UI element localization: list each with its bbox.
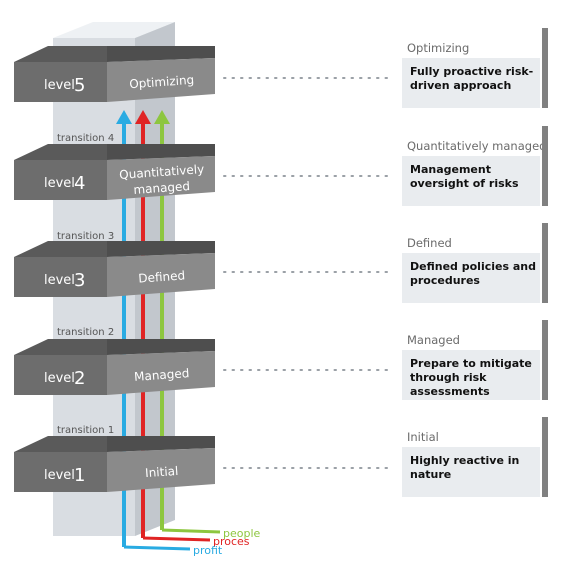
block-front-left [14,160,107,200]
arrow-head [135,110,151,124]
arrow-shaft [122,122,126,547]
card-text: Prepare to mitigate through risk assessm… [410,357,532,398]
block-front-right [107,253,215,297]
level-name: Quantitatively [119,162,205,182]
block-back-right [107,339,215,355]
level-number: 4 [74,173,85,194]
arrow-label: people [223,527,261,540]
block-back-top [14,241,107,257]
block-back-right [107,144,215,160]
card-title: Optimizing [407,41,470,55]
level-number: 3 [74,270,85,291]
arrow-profit: profit [116,110,223,557]
block-front-left [14,452,107,492]
card-title: Quantitatively managed [407,139,547,153]
card-accent-bar [542,320,548,400]
block-front-right [107,58,215,102]
level-name: Managed [134,366,190,384]
level-label: level [44,176,75,191]
card-title: Defined [407,236,452,250]
level-number: 5 [74,75,85,96]
arrow-head [116,110,132,124]
level-label: level [44,468,75,483]
arrow-tail [142,536,211,542]
block-front-right [107,448,215,492]
level-number: 2 [74,368,85,389]
card-body: Prepare to mitigate through risk assessm… [402,350,540,400]
arrow-label: proces [213,535,250,548]
arrow-shaft [141,122,145,538]
level-label: level [44,273,75,288]
block-back-right [107,436,215,452]
block-front-left [14,257,107,297]
level-label: level [44,371,75,386]
arrow-shaft [160,122,164,530]
level-label: level [44,78,75,93]
level-name: Defined [138,268,186,285]
transition-label: transition 4 [57,133,114,144]
card-title: Initial [407,430,439,444]
card-text: Fully proactive risk-driven approach [410,65,534,92]
level-name: Optimizing [129,73,195,91]
block-front-right [107,351,215,395]
block-back-right [107,241,215,257]
block-front-left [14,355,107,395]
card-text: Management oversight of risks [410,163,519,190]
block-back-top [14,339,107,355]
arrow-tail [123,545,191,551]
connector-dots [223,77,393,469]
block-back-top [14,46,107,62]
transition-labels: transition 4 transition 3 transition 2 tran… [57,133,114,436]
card-body: Management oversight of risks [402,156,540,206]
card-accent-bar [542,28,548,108]
block-front-left [14,62,107,102]
block-back-right [107,46,215,62]
level-name: Initial [145,464,179,480]
card-text: Highly reactive in nature [410,454,520,481]
block-front-right [107,156,215,200]
arrow-people: people [154,110,261,540]
transition-label: transition 3 [57,231,114,242]
arrow-head [154,110,170,124]
card-title: Managed [407,333,460,347]
block-back-top [14,144,107,160]
card-accent-bar [542,126,548,206]
level-name: managed [133,179,190,197]
transition-label: transition 1 [57,425,114,436]
card-text: Defined policies and procedures [410,260,536,287]
card-body: Highly reactive in nature [402,447,540,497]
arrow-tail [161,528,221,534]
transition-label: transition 2 [57,327,114,338]
card-body: Fully proactive risk-driven approach [402,58,540,108]
block-back-top [14,436,107,452]
arrow-label: profit [193,544,223,557]
arrow-proces: proces [135,110,250,548]
card-accent-bar [542,223,548,303]
card-accent-bar [542,417,548,497]
card-body: Defined policies and procedures [402,253,540,303]
column-top [53,22,175,38]
level-number: 1 [74,465,85,486]
